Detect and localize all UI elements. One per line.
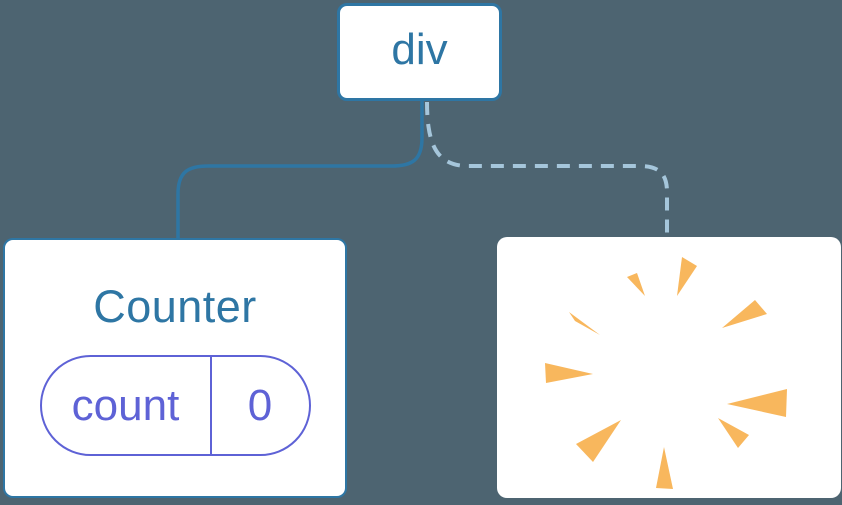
edge-solid-line <box>176 101 424 240</box>
counter-title: Counter <box>93 281 257 332</box>
counter-card: Counter count 0 <box>3 238 347 498</box>
poof-sparkle-icon <box>545 257 787 489</box>
state-pill: count 0 <box>39 355 311 456</box>
state-key: count <box>42 357 212 454</box>
state-value: 0 <box>247 380 273 430</box>
removed-card <box>497 237 841 498</box>
root-node: div <box>337 3 502 101</box>
root-node-label: div <box>391 25 448 74</box>
edge-dashed-line <box>425 101 669 238</box>
